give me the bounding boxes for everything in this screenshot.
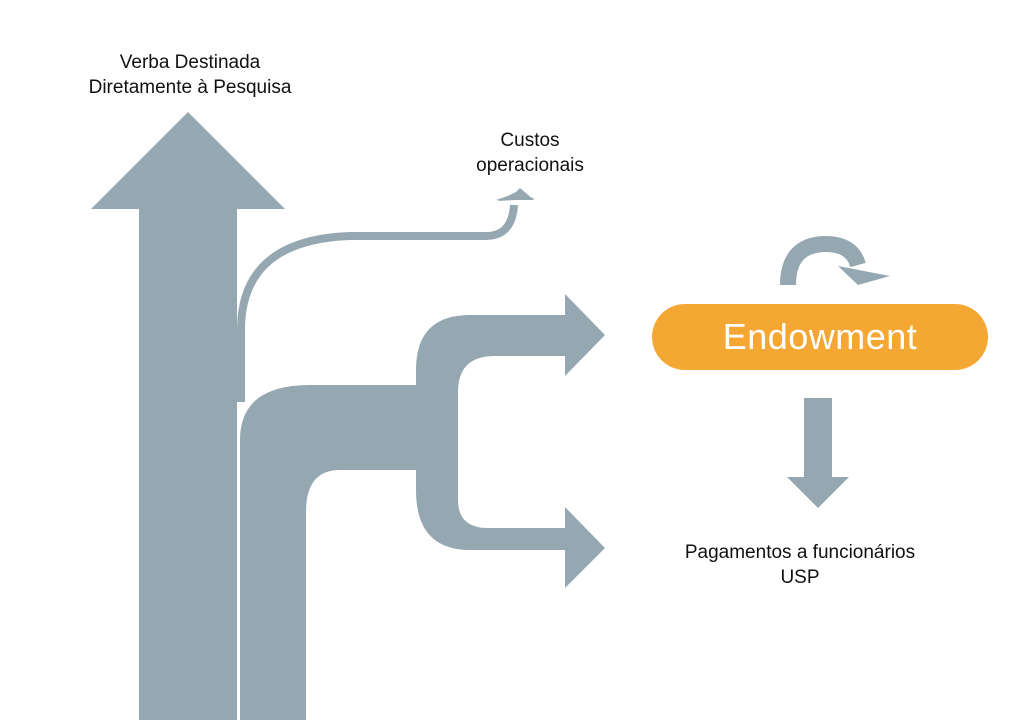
research-label-line2: Diretamente à Pesquisa: [88, 77, 292, 98]
research-arrow-shaft: [139, 205, 237, 720]
research-label: Verba Destinada Diretamente à Pesquisa: [40, 50, 340, 100]
branch-lower: [416, 440, 605, 588]
endowment-label: Endowment: [722, 316, 918, 357]
branch-upper: [416, 294, 605, 470]
research-label-line1: Verba Destinada: [119, 52, 261, 73]
endowment-box: Endowment: [652, 304, 988, 370]
payments-label-line2: USP: [780, 567, 820, 588]
costs-arrow: [237, 188, 535, 402]
payments-arrow-head: [787, 477, 849, 508]
costs-label: Custos operacionais: [430, 128, 630, 178]
payments-arrow: [787, 398, 849, 508]
research-arrow: [91, 112, 285, 720]
endowment-loop-arrow: [780, 235, 890, 286]
costs-label-line1: Custos: [500, 130, 560, 151]
payments-label: Pagamentos a funcionários USP: [650, 540, 950, 590]
payments-label-line1: Pagamentos a funcionários: [684, 542, 916, 563]
research-arrow-head: [91, 112, 285, 209]
costs-label-line2: operacionais: [476, 155, 584, 176]
branch-trunk: [240, 385, 420, 720]
